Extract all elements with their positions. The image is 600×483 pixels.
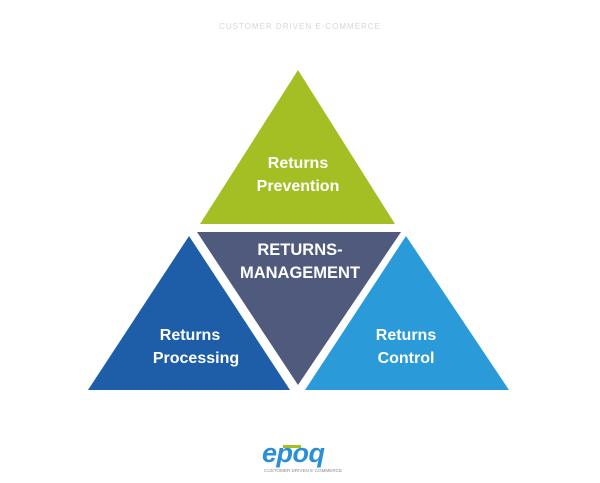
logo-wordmark: epoq <box>262 438 326 468</box>
header-caption: CUSTOMER DRIVEN E-COMMERCE <box>219 22 381 31</box>
label-management-line1: RETURNS- <box>257 241 342 259</box>
triangle-returns-management <box>197 232 401 385</box>
label-processing-line1: Returns <box>160 327 221 344</box>
label-processing-line2: Processing <box>153 350 239 367</box>
logo-tagline: CUSTOMER DRIVEN E-COMMERCE <box>264 468 342 473</box>
label-management-line2: MANAGEMENT <box>240 264 360 282</box>
triangle-returns-prevention <box>200 70 395 224</box>
triangle-returns-control <box>305 236 509 390</box>
triangle-returns-processing <box>88 236 290 390</box>
label-prevention-line1: Returns <box>268 155 329 172</box>
label-control-line2: Control <box>378 350 435 367</box>
logo-accent-bar <box>283 445 301 448</box>
epoq-logo: epoq CUSTOMER DRIVEN E-COMMERCE <box>262 438 342 473</box>
label-prevention-line2: Prevention <box>257 178 340 195</box>
label-control-line1: Returns <box>376 327 437 344</box>
